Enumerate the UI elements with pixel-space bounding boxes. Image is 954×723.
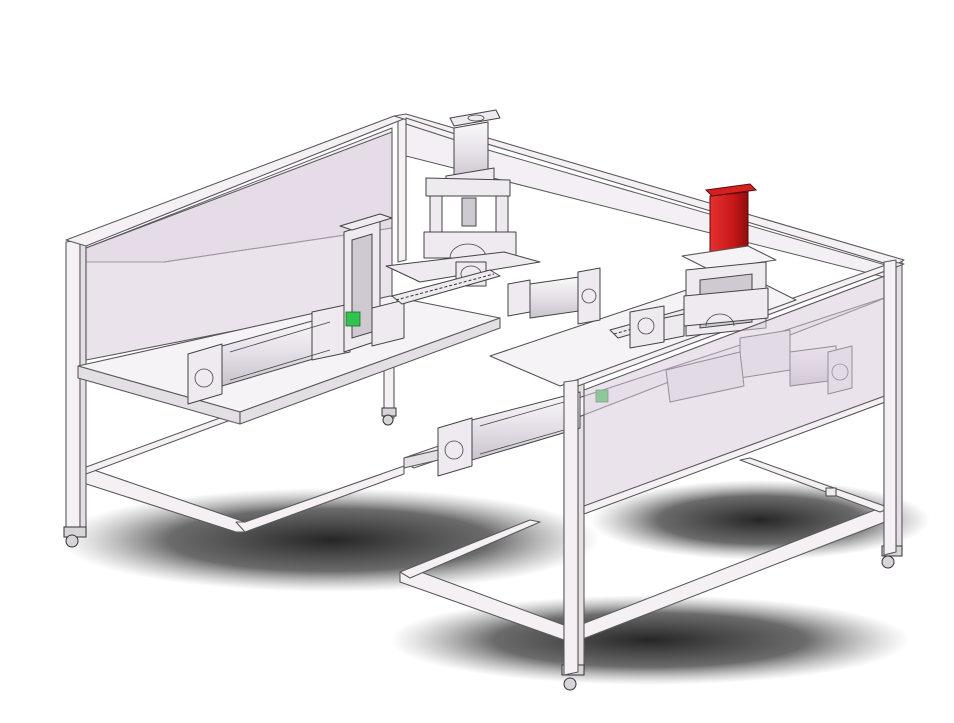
central-press-unit [385, 109, 541, 287]
left-long-cylinder [187, 303, 351, 405]
left-feed-column [339, 213, 405, 353]
front-leg-overlay [563, 259, 897, 676]
right-long-cylinder [437, 391, 581, 477]
red-cylinder-unit [681, 183, 777, 337]
middle-cylinder [507, 267, 601, 325]
